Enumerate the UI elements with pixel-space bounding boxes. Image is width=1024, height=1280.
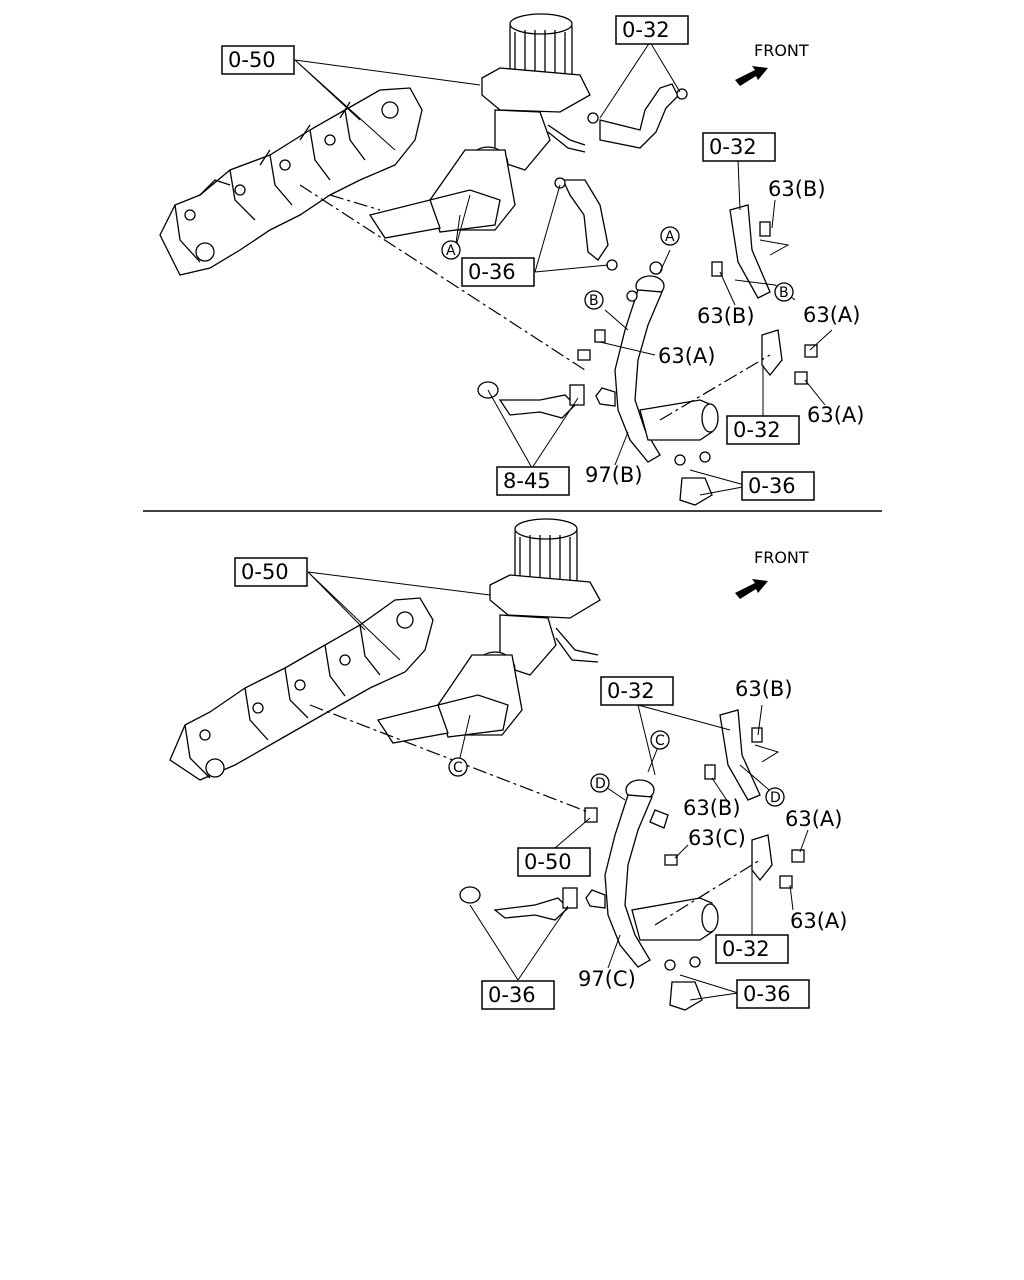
- front-arrow-icon: [735, 66, 768, 86]
- callout-circle: C: [453, 760, 463, 776]
- front-label: FRONT: [754, 548, 809, 567]
- bracket-right-upper: [704, 709, 763, 801]
- ref-box-0-36: 0-36: [468, 260, 516, 284]
- top-view: FRONT 0-50 0-32 0-32 0-36 0-32 8-45 0-36…: [159, 13, 864, 506]
- part-label: 63(B): [683, 796, 741, 820]
- front-arrow-icon: [735, 579, 768, 599]
- callout-circle: B: [589, 293, 599, 309]
- front-label: FRONT: [754, 41, 809, 60]
- hose-8-45: [477, 381, 585, 419]
- ref-box-0-32: 0-32: [607, 679, 655, 703]
- clamp-lower: [674, 451, 713, 506]
- hose-0-36-upper: [554, 177, 618, 271]
- part-label: 63(A): [785, 807, 842, 831]
- ref-box-0-36: 0-36: [488, 983, 536, 1007]
- pipe-97c: [585, 779, 719, 968]
- part-label: 97(B): [585, 463, 643, 487]
- ref-box-0-32: 0-32: [709, 135, 757, 159]
- part-label: 63(B): [697, 304, 755, 328]
- callout-circle: B: [779, 285, 789, 301]
- ref-box-0-36: 0-36: [748, 474, 796, 498]
- part-label: 63(A): [803, 303, 860, 327]
- ref-box-0-36: 0-36: [743, 982, 791, 1006]
- callout-circle: A: [665, 229, 675, 245]
- part-label: 63(A): [658, 344, 715, 368]
- intake-manifold: [169, 597, 434, 781]
- ref-box-0-32: 0-32: [733, 418, 781, 442]
- part-label: 97(C): [578, 967, 636, 991]
- callout-circle: D: [595, 776, 606, 792]
- clamp-lower: [664, 956, 703, 1011]
- pipe-97b: [595, 261, 719, 463]
- callout-circle: A: [446, 243, 456, 259]
- small-bolts: [577, 290, 638, 361]
- ref-box-0-50: 0-50: [241, 560, 289, 584]
- small-bolts: [584, 807, 678, 866]
- ref-box-8-45: 8-45: [503, 469, 551, 493]
- callout-circle: D: [770, 790, 781, 806]
- bottom-view: FRONT 0-50 0-32 0-50 0-32 0-36 0-36 63(B…: [169, 518, 847, 1011]
- bracket-right-upper: [711, 204, 771, 299]
- ref-box-0-32: 0-32: [722, 937, 770, 961]
- ref-box-0-32: 0-32: [622, 18, 670, 42]
- bracket-right-lower: [751, 834, 805, 889]
- part-label: 63(C): [688, 826, 746, 850]
- part-label: 63(B): [768, 177, 826, 201]
- bracket-right-lower: [761, 329, 818, 385]
- hose-0-36-lower: [459, 886, 578, 921]
- ref-box-0-50: 0-50: [524, 850, 572, 874]
- intake-manifold: [159, 87, 423, 276]
- part-label: 63(A): [807, 403, 864, 427]
- gasket-upper: [368, 189, 501, 239]
- callout-circle: C: [655, 733, 665, 749]
- part-label: 63(B): [735, 677, 793, 701]
- part-label: 63(A): [790, 909, 847, 933]
- gasket-lower: [376, 694, 509, 744]
- ref-box-0-50: 0-50: [228, 48, 276, 72]
- upper-hose: [587, 83, 688, 149]
